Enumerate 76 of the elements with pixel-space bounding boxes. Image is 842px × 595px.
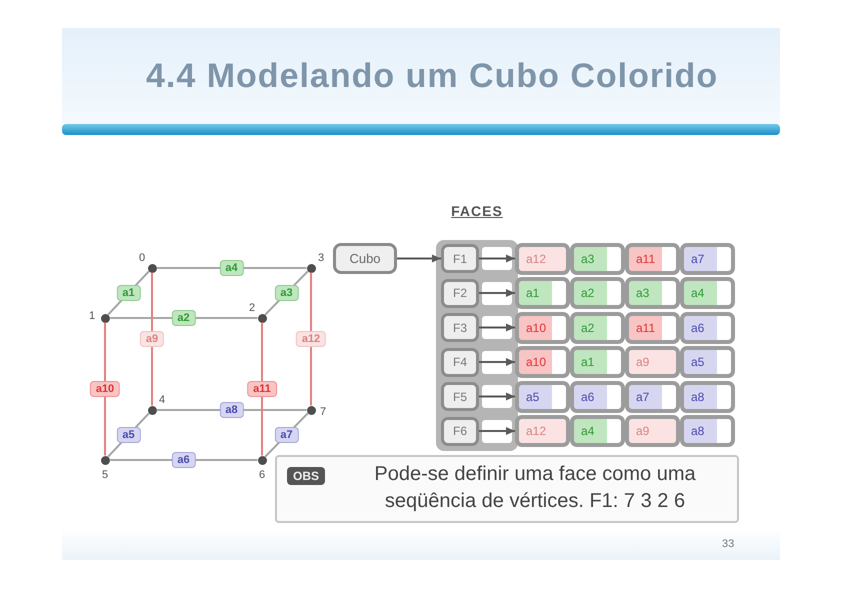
- edge-entry: a11: [625, 242, 680, 274]
- edge-label: a8: [219, 402, 244, 418]
- face-entry: F4: [441, 348, 479, 376]
- edge-label: a12: [296, 331, 326, 347]
- face-entry: F5: [441, 382, 479, 411]
- edge-entry: a11: [625, 312, 680, 344]
- edge-label: a10: [90, 381, 120, 397]
- edge-line: [151, 272, 153, 406]
- edge-entry: a12: [515, 415, 570, 447]
- edge-entry: a6: [570, 380, 625, 412]
- edge-entry: a2: [570, 312, 625, 344]
- edge-line: [310, 272, 312, 406]
- page-number: 33: [722, 538, 734, 550]
- vertex-number: 6: [258, 469, 266, 481]
- arrow: [479, 324, 515, 332]
- vertex-dot: [148, 264, 156, 272]
- edge-entry: a3: [625, 277, 680, 309]
- edge-entry: a10: [515, 312, 570, 344]
- face-entry: F1: [441, 244, 479, 273]
- edge-label: a1: [116, 285, 141, 301]
- arrow: [479, 358, 515, 366]
- face-entry: F2: [441, 278, 479, 308]
- edge-entry: a4: [570, 415, 625, 447]
- edge-label: a4: [219, 260, 244, 276]
- arrow: [479, 289, 515, 297]
- vertex-dot: [258, 314, 266, 322]
- arrow: [397, 254, 441, 262]
- edge-entry: a9: [625, 415, 680, 447]
- vertex-dot: [258, 456, 266, 464]
- vertex-number: 4: [158, 394, 166, 406]
- edge-entry: a3: [570, 242, 625, 274]
- vertex-dot: [306, 406, 316, 414]
- arrow: [479, 392, 515, 400]
- vertex-number: 1: [88, 310, 96, 322]
- note-panel: [275, 455, 739, 523]
- edge-entry: a5: [515, 380, 570, 412]
- edge-label: a3: [274, 285, 299, 301]
- edge-entry: a4: [680, 277, 735, 309]
- edge-label: a2: [171, 310, 196, 326]
- edge-entry: a10: [515, 346, 570, 378]
- edge-entry: a8: [680, 380, 735, 412]
- edge-label: a11: [247, 381, 277, 397]
- edge-label: a6: [171, 452, 196, 468]
- edge-entry: a7: [680, 242, 735, 274]
- vertex-number: 5: [102, 469, 108, 481]
- edge-entry: a6: [680, 312, 735, 344]
- arrow: [479, 427, 515, 435]
- edge-label: a9: [140, 331, 164, 347]
- edge-entry: a2: [570, 277, 625, 309]
- note-text: Pode-se definir uma face como uma seqüência de vértices. F1: 7 3 2 6: [373, 462, 697, 514]
- vertex-dot: [100, 314, 110, 322]
- cube-record: Cubo: [333, 243, 397, 274]
- edge-entry: a5: [680, 346, 735, 378]
- edge-line: [261, 322, 263, 456]
- vertex-dot: [306, 264, 316, 272]
- vertex-number: 2: [248, 302, 256, 314]
- edge-label: a5: [116, 427, 141, 443]
- edge-line: [104, 322, 106, 456]
- edge-entry: a7: [625, 380, 680, 412]
- vertex-number: 7: [320, 406, 326, 418]
- edge-entry: a9: [625, 346, 680, 378]
- face-entry: F3: [441, 313, 479, 342]
- vertex-number: 3: [318, 252, 324, 264]
- edge-entry: a12: [515, 242, 570, 274]
- slide-title: 4.4 Modelando um Cubo Colorido: [146, 57, 718, 96]
- face-entry: F6: [441, 416, 479, 446]
- edge-entry: a1: [515, 277, 570, 309]
- edge-entry: a8: [680, 415, 735, 447]
- edge-entry: a1: [570, 346, 625, 378]
- vertex-number: 0: [138, 252, 146, 264]
- edge-label: a7: [274, 427, 299, 443]
- arrow: [479, 254, 515, 262]
- note-tag: OBS: [287, 467, 326, 485]
- vertex-dot: [148, 406, 156, 414]
- vertex-dot: [100, 456, 110, 464]
- section-heading: FACES: [450, 203, 504, 219]
